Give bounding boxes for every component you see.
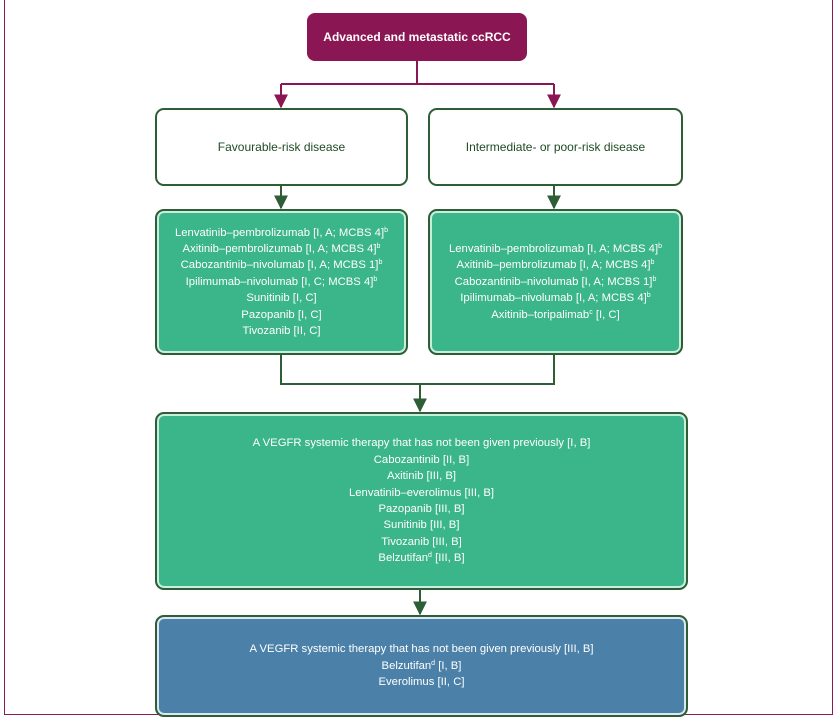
treatment-line: Lenvatinib–pembrolizumab [I, A; MCBS 4]b	[174, 226, 388, 239]
treatment-line: Pazopanib [I, C]	[241, 308, 322, 321]
root-node: Advanced and metastatic ccRCC	[307, 13, 527, 61]
favourable-risk-label: Favourable-risk disease	[217, 139, 346, 154]
treatment-line: Lenvatinib–pembrolizumab [I, A; MCBS 4]b	[448, 242, 662, 255]
treatment-line: Cabozantinib–nivolumab [I, A; MCBS 1]b	[180, 259, 383, 272]
treatment-line: Axitinib–pembrolizumab [I, A; MCBS 4]b	[456, 259, 655, 272]
favourable-risk-node: Favourable-risk disease	[155, 108, 408, 186]
root-label: Advanced and metastatic ccRCC	[323, 29, 511, 44]
intermediate-risk-label: Intermediate- or poor-risk disease	[465, 139, 646, 154]
treatment-line: Belzutifand [I, B]	[381, 659, 462, 672]
treatment-line: Belzutifand [III, B]	[378, 552, 465, 565]
treatment-line: Sunitinib [I, C]	[246, 292, 317, 305]
treatment-line: Ipilimumab–nivolumab [I, A; MCBS 4]b	[460, 292, 651, 305]
treatment-line: Tivozanib [III, B]	[381, 535, 462, 548]
treatment-line: A VEGFR systemic therapy that has not be…	[249, 643, 594, 656]
treatment-line: Sunitinib [III, B]	[383, 519, 460, 532]
treatment-line: Cabozantinib [II, B]	[373, 453, 470, 466]
treatment-line: Tivozanib [II, C]	[242, 325, 321, 338]
treatment-line: Axitinib [III, B]	[386, 470, 457, 483]
treatment-line: Pazopanib [III, B]	[378, 503, 465, 515]
treatment-line: Axitinib–pembrolizumab [I, A; MCBS 4]b	[182, 242, 381, 255]
treatment-line: Cabozantinib–nivolumab [I, A; MCBS 1]b	[454, 275, 657, 288]
third-line-node: A VEGFR systemic therapy that has not be…	[155, 615, 688, 717]
first-line-intermediate-node: Lenvatinib–pembrolizumab [I, A; MCBS 4]b…	[428, 209, 683, 355]
treatment-line: Everolimus [II, C]	[378, 676, 465, 689]
intermediate-risk-node: Intermediate- or poor-risk disease	[428, 108, 683, 186]
connector-first-line-merge	[280, 355, 555, 385]
first-line-favourable-node: Lenvatinib–pembrolizumab [I, A; MCBS 4]b…	[155, 209, 408, 355]
treatment-line: Ipilimumab–nivolumab [I, C; MCBS 4]b	[185, 275, 378, 288]
treatment-line: Lenvatinib–everolimus [III, B]	[348, 486, 495, 499]
treatment-line: Axitinib–toripalimabc [I, C]	[491, 308, 620, 321]
connector-root-split	[281, 61, 554, 85]
second-line-node: A VEGFR systemic therapy that has not be…	[155, 412, 688, 590]
treatment-line: A VEGFR systemic therapy that has not be…	[252, 437, 591, 450]
